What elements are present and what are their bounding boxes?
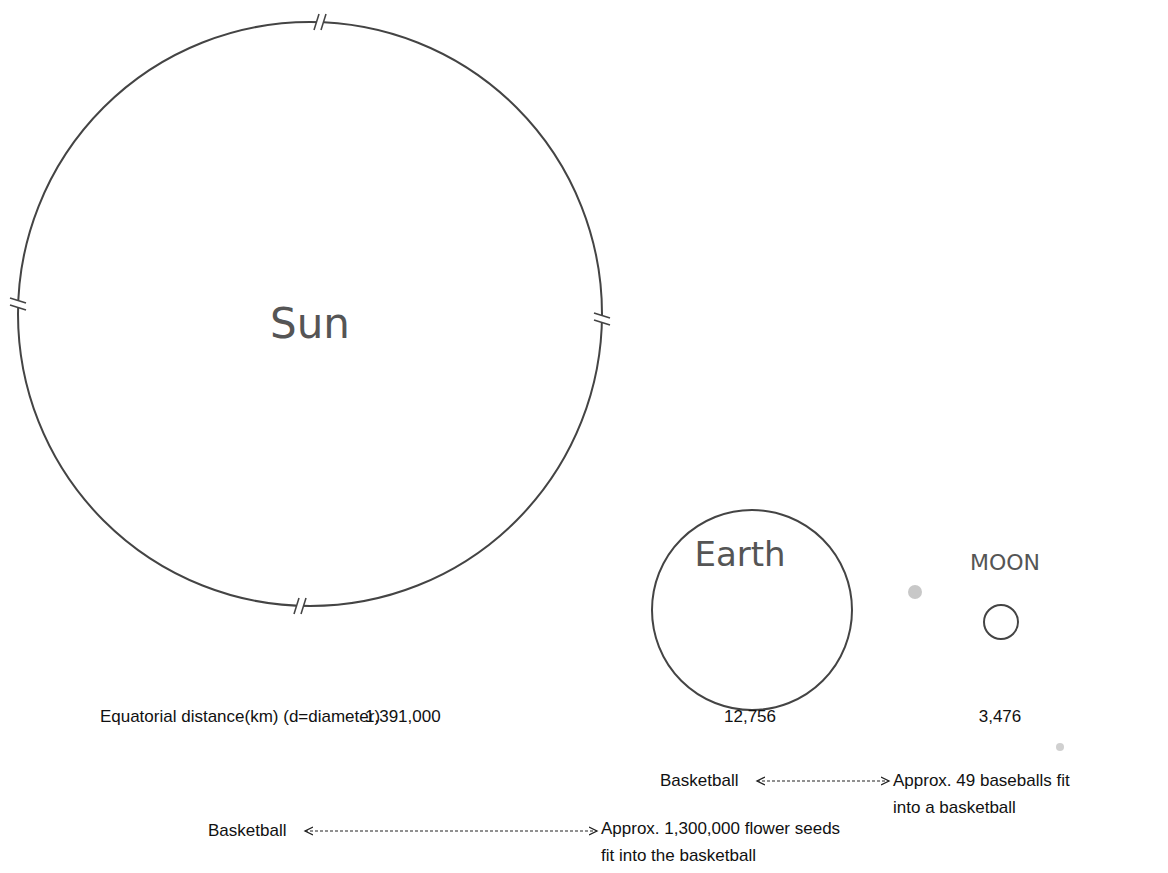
body-circle: [984, 605, 1018, 639]
body-circle: [18, 22, 602, 606]
celestial-body: MOON: [965, 548, 1045, 648]
body-name: MOON: [970, 551, 1040, 575]
comparison-note: Basketball: [208, 817, 303, 844]
break-mark: [294, 598, 306, 614]
comparison-arrow: [305, 830, 597, 831]
diameter-value: 1,391,000: [365, 703, 475, 730]
break-mark: [10, 298, 26, 310]
diameter-value: 3,476: [945, 703, 1055, 730]
break-mark: [314, 14, 326, 30]
comparison-note: Basketball: [660, 767, 755, 794]
axis-caption: Equatorial distance(km) (d=diameter): [95, 703, 385, 730]
comparison-note: Approx. 49 baseballs fit into a basketba…: [893, 767, 1073, 821]
smudge-dot: [908, 585, 922, 599]
body-name: Sun: [270, 301, 350, 347]
body-name: Earth: [694, 536, 785, 573]
break-mark: [594, 313, 610, 325]
comparison-note: Approx. 1,300,000 flower seeds fit into …: [601, 815, 841, 869]
body-circle: [652, 510, 852, 710]
celestial-body: Sun: [10, 14, 610, 614]
smudge-dot: [1056, 743, 1064, 751]
diameter-value: 12,756: [690, 703, 810, 730]
comparison-arrow: [757, 780, 889, 781]
celestial-body: Earth: [640, 505, 865, 715]
